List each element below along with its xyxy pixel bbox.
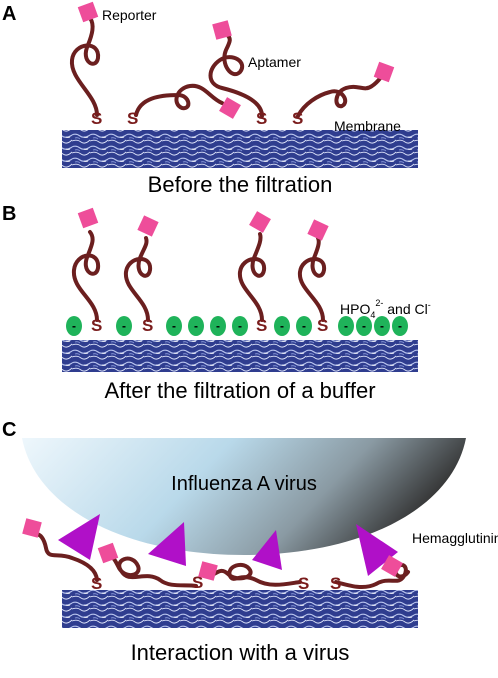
aptamer-label: Aptamer: [248, 54, 301, 70]
thiol-s: S: [256, 109, 267, 128]
thiol-s: S: [292, 109, 303, 128]
svg-text:-: -: [172, 319, 176, 333]
aptamer-strand: [69, 16, 100, 117]
thiol-s: S: [317, 316, 328, 335]
reporter-icon: [373, 61, 395, 83]
aptamer-2: S: [127, 83, 241, 128]
svg-text:-: -: [302, 319, 306, 333]
aptamer-1: S: [69, 1, 102, 128]
thiol-s: S: [91, 316, 102, 335]
panel-b: B After the filtration of a buffer HPO42…: [2, 203, 431, 403]
anion-icon: -: [232, 316, 248, 336]
aptamer-3: S: [208, 20, 267, 128]
anion-icon: -: [66, 316, 82, 336]
svg-text:-: -: [216, 319, 220, 333]
svg-text:-: -: [344, 319, 348, 333]
aptamer-strand: [212, 562, 302, 587]
aptamer-strand: [108, 554, 198, 588]
panel-a: A Before the filtration Reporter Aptamer…: [2, 1, 418, 197]
aptamer-strand: [334, 562, 410, 590]
reporter-icon: [212, 20, 232, 40]
anion-icon: -: [274, 316, 290, 336]
aptamer-strand: [134, 83, 224, 117]
anion-icon: -: [338, 316, 354, 336]
membrane: [62, 130, 418, 168]
aptamer-b3: S: [237, 211, 271, 335]
aptamer-strand: [71, 230, 101, 322]
thiol-s: S: [142, 316, 153, 335]
panel-b-caption: After the filtration of a buffer: [104, 378, 375, 403]
thiol-s: S: [91, 574, 102, 593]
svg-text:-: -: [122, 319, 126, 333]
panel-c-caption: Interaction with a virus: [131, 640, 350, 665]
thiol-s: S: [192, 573, 203, 592]
reporter-label: Reporter: [102, 7, 157, 23]
aptamer-strand: [297, 236, 327, 322]
panel-c-label: C: [2, 419, 16, 441]
reporter-icon: [219, 97, 241, 119]
anion-icon: -: [188, 316, 204, 336]
aptamer-strand: [123, 236, 153, 322]
reporter-icon: [249, 211, 271, 233]
anion-icon: -: [392, 316, 408, 336]
membrane-label: Membrane: [334, 118, 401, 134]
aptamer-c1: S: [22, 518, 102, 593]
reporter-icon: [381, 555, 403, 577]
thiol-s: S: [91, 109, 102, 128]
aptamer-4: S: [292, 61, 395, 128]
hemagglutinin-icon: [58, 514, 100, 560]
panel-c: C Influenza A virus Interaction with a v…: [2, 419, 498, 665]
reporter-icon: [198, 561, 218, 581]
aptamer-strand: [296, 74, 384, 118]
thiol-s: S: [330, 574, 341, 593]
virus-label: Influenza A virus: [171, 473, 317, 495]
panel-b-label: B: [2, 203, 16, 225]
panel-a-caption: Before the filtration: [148, 172, 333, 197]
reporter-icon: [77, 207, 99, 229]
thiol-s: S: [256, 316, 267, 335]
thiol-s: S: [298, 574, 309, 593]
panel-a-label: A: [2, 3, 16, 25]
svg-text:-: -: [72, 319, 76, 333]
membrane: [62, 590, 418, 628]
anion-icon: -: [210, 316, 226, 336]
anion-icon: -: [374, 316, 390, 336]
reporter-icon: [22, 518, 42, 538]
aptamer-strand: [208, 32, 264, 118]
svg-text:-: -: [280, 319, 284, 333]
hemagglutinin-label: Hemagglutinin: [412, 530, 498, 546]
anion-icon: -: [296, 316, 312, 336]
hemagglutinin-icon: [356, 524, 398, 576]
influenza-virus: [22, 438, 466, 555]
reporter-icon: [307, 219, 329, 241]
aptamer-c4: S: [330, 555, 410, 593]
svg-text:-: -: [362, 319, 366, 333]
svg-text:-: -: [238, 319, 242, 333]
aptamer-b2: S: [123, 215, 159, 335]
anion-icon: -: [166, 316, 182, 336]
anion-row: ------------: [66, 316, 408, 336]
hemagglutinin-icon: [252, 530, 282, 570]
svg-text:-: -: [194, 319, 198, 333]
aptamer-c3: S: [198, 561, 309, 593]
aptamer-strand: [34, 532, 99, 582]
hemagglutinin-icon: [148, 522, 186, 566]
thiol-s: S: [127, 109, 138, 128]
aptamer-strand: [237, 232, 267, 322]
svg-text:-: -: [380, 319, 384, 333]
reporter-icon: [137, 215, 159, 237]
reporter-icon: [97, 542, 119, 564]
anion-icon: -: [356, 316, 372, 336]
anion-icon: -: [116, 316, 132, 336]
aptamer-b1: S: [71, 207, 102, 335]
aptamer-b4: S: [297, 219, 329, 335]
svg-text:-: -: [398, 319, 402, 333]
aptamer-c2: S: [97, 542, 203, 592]
reporter-icon: [77, 1, 99, 23]
ion-label: HPO42- and Cl-: [340, 298, 431, 320]
membrane: [62, 340, 418, 372]
